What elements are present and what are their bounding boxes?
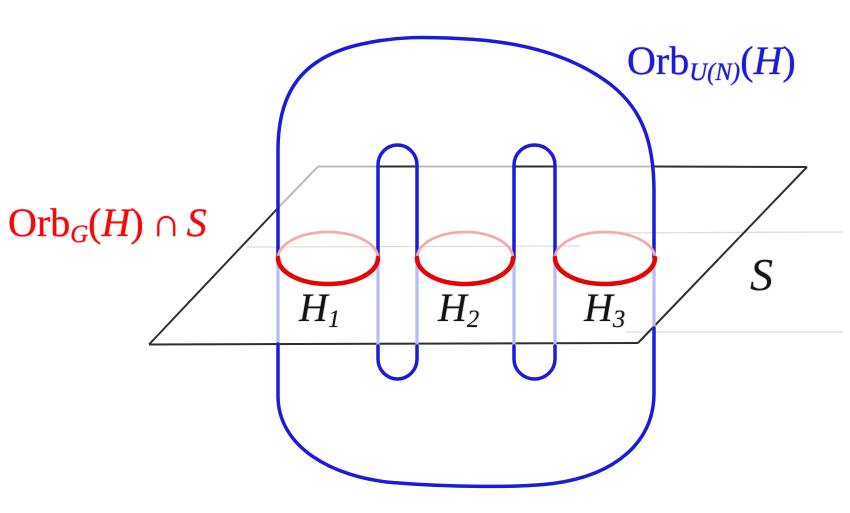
intersection-label-h3: H3 xyxy=(584,288,625,333)
orbit-outline-lower xyxy=(276,326,656,489)
faint-guide-lines xyxy=(245,231,844,333)
orbit-outline xyxy=(276,35,656,489)
orbit-un-label-open-paren: ( xyxy=(740,38,754,83)
h3-subscript: 3 xyxy=(612,306,626,334)
orbit-un-label-close-paren: ) xyxy=(782,38,796,83)
plane-right-edge xyxy=(637,166,808,344)
h1-subscript: 1 xyxy=(327,306,341,334)
ellipse-h2-back-arc xyxy=(415,230,515,259)
h2-subscript: 2 xyxy=(466,306,480,334)
intersection-symbol: ∩ xyxy=(151,200,181,245)
h2-base: H xyxy=(438,285,467,330)
orbit-g-intersection-label: OrbG(H)∩S xyxy=(8,203,207,248)
plane-front-edge xyxy=(148,342,639,346)
orbit-un-label-arg: H xyxy=(753,38,783,83)
h3-base: H xyxy=(584,285,613,330)
plane-left-edge xyxy=(148,207,279,346)
orbit-g-label-orb: Orb xyxy=(8,200,71,245)
plane-left-edge-hidden-segment xyxy=(277,165,319,209)
orbit-g-label-arg: H xyxy=(101,200,131,245)
ellipse-h2-front-arc xyxy=(414,255,516,287)
ellipse-h3-front-arc xyxy=(552,255,658,287)
orbit-un-label-subscript: U(N) xyxy=(689,59,741,87)
handle-slot-1-upper xyxy=(376,143,419,260)
orbit-un-label: OrbU(N)(H) xyxy=(627,41,796,86)
ellipse-h3-back-arc xyxy=(553,230,657,259)
orbit-g-label-subscript: G xyxy=(70,221,89,249)
intersection-label-h1: H1 xyxy=(299,288,340,333)
intersection-label-h2: H2 xyxy=(438,288,479,333)
orbit-un-label-orb: Orb xyxy=(627,38,690,83)
handle-slot-2-lower xyxy=(512,344,557,381)
plane-back-edge-visible-segment xyxy=(653,165,808,168)
orbit-g-label-set: S xyxy=(186,200,207,245)
orbit-g-label-open-paren: ( xyxy=(88,200,102,245)
plane-s-label: S xyxy=(750,249,773,300)
orbit-outline-upper xyxy=(276,35,656,260)
handle-slot-2-upper xyxy=(512,143,557,260)
orbit-hidden-segments xyxy=(276,257,656,347)
faint-guide-line xyxy=(245,245,581,248)
ellipse-h1-back-arc xyxy=(276,230,380,259)
h1-base: H xyxy=(299,285,328,330)
intersection-ellipses xyxy=(275,230,658,287)
plane-hidden-edges xyxy=(277,165,654,209)
orbit-g-label-close-paren: ) xyxy=(130,200,144,245)
ellipse-h1-front-arc xyxy=(275,255,381,287)
faint-guide-line xyxy=(597,231,844,234)
handle-slot-1-lower xyxy=(376,344,419,381)
